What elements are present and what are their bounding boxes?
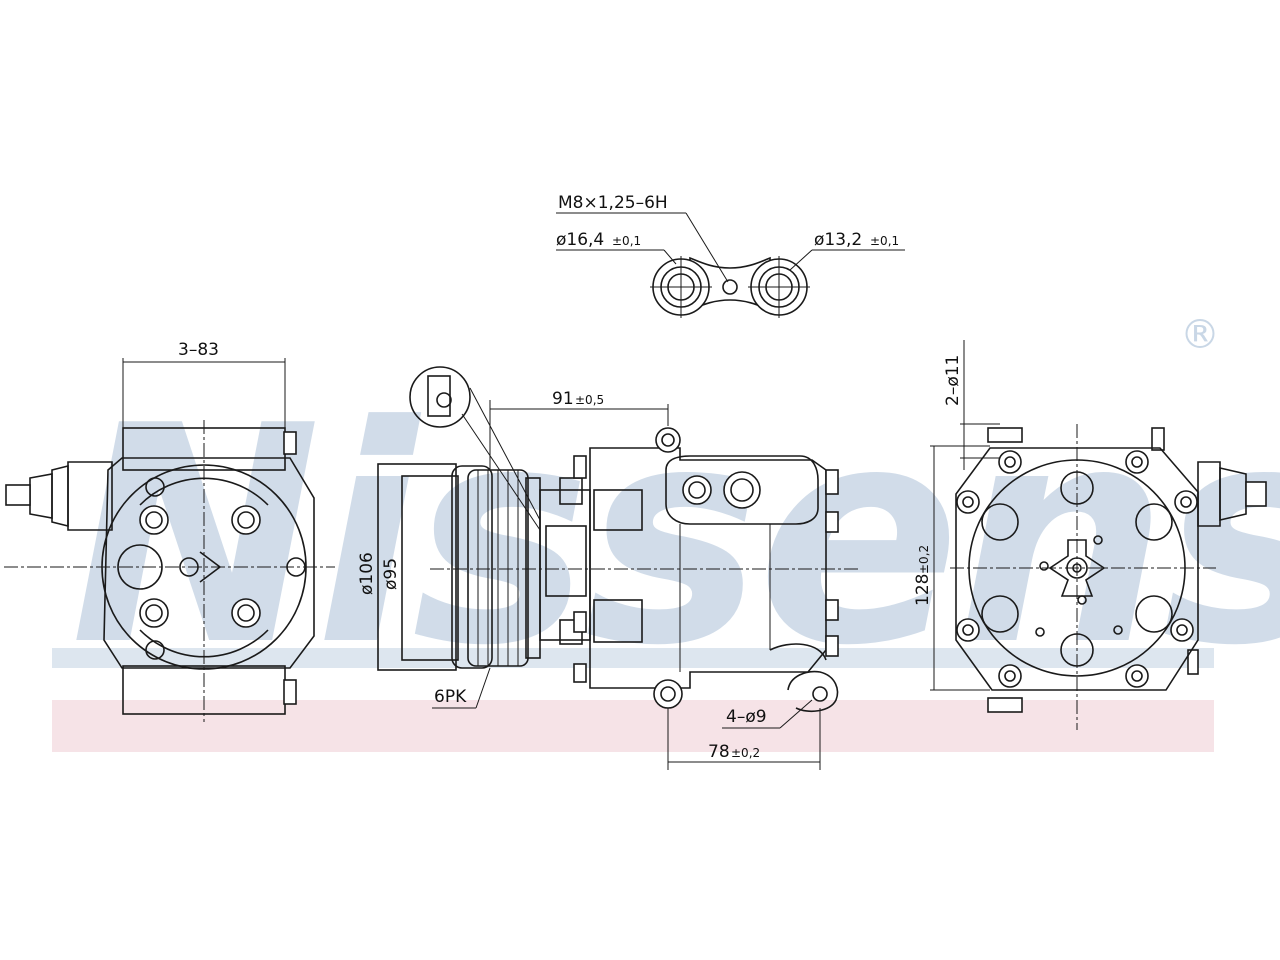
length-mount-tolerance-label: ±0,5: [575, 393, 604, 407]
mount-holes-label: 4–ø9: [726, 707, 767, 727]
pulley-inner-diameter-label: ø95: [381, 558, 401, 590]
hole-spacing-tolerance-label: ±0,2: [731, 746, 760, 760]
side-view: [377, 366, 858, 770]
discharge-port-tolerance-label: ±0,1: [870, 234, 899, 248]
front-view: [4, 358, 335, 722]
pulley-outer-diameter-label: ø106: [357, 552, 377, 595]
port-thread-label: M8×1,25–6H: [558, 193, 668, 213]
rear-height-label: 128: [913, 574, 933, 606]
suction-port-diameter-label: ø16,4: [556, 230, 604, 250]
watermark: Nissens ®: [52, 312, 1280, 752]
discharge-port-diameter-label: ø13,2: [814, 230, 862, 250]
suction-port-tolerance-label: ±0,1: [612, 234, 641, 248]
port-detail-view: [556, 212, 905, 318]
mount-ears-label: 3–83: [178, 340, 219, 360]
length-mount-label: 91: [552, 389, 574, 409]
rear-height-tolerance-label: ±0,2: [917, 545, 931, 574]
rear-view: [930, 340, 1267, 730]
belt-profile-label: 6PK: [434, 687, 467, 707]
hole-spacing-label: 78: [708, 742, 730, 762]
rear-holes-label: 2–ø11: [943, 355, 963, 406]
watermark-band-top: [52, 648, 1214, 668]
registered-mark: ®: [1180, 312, 1220, 358]
watermark-brand-text: Nissens: [70, 362, 1280, 711]
